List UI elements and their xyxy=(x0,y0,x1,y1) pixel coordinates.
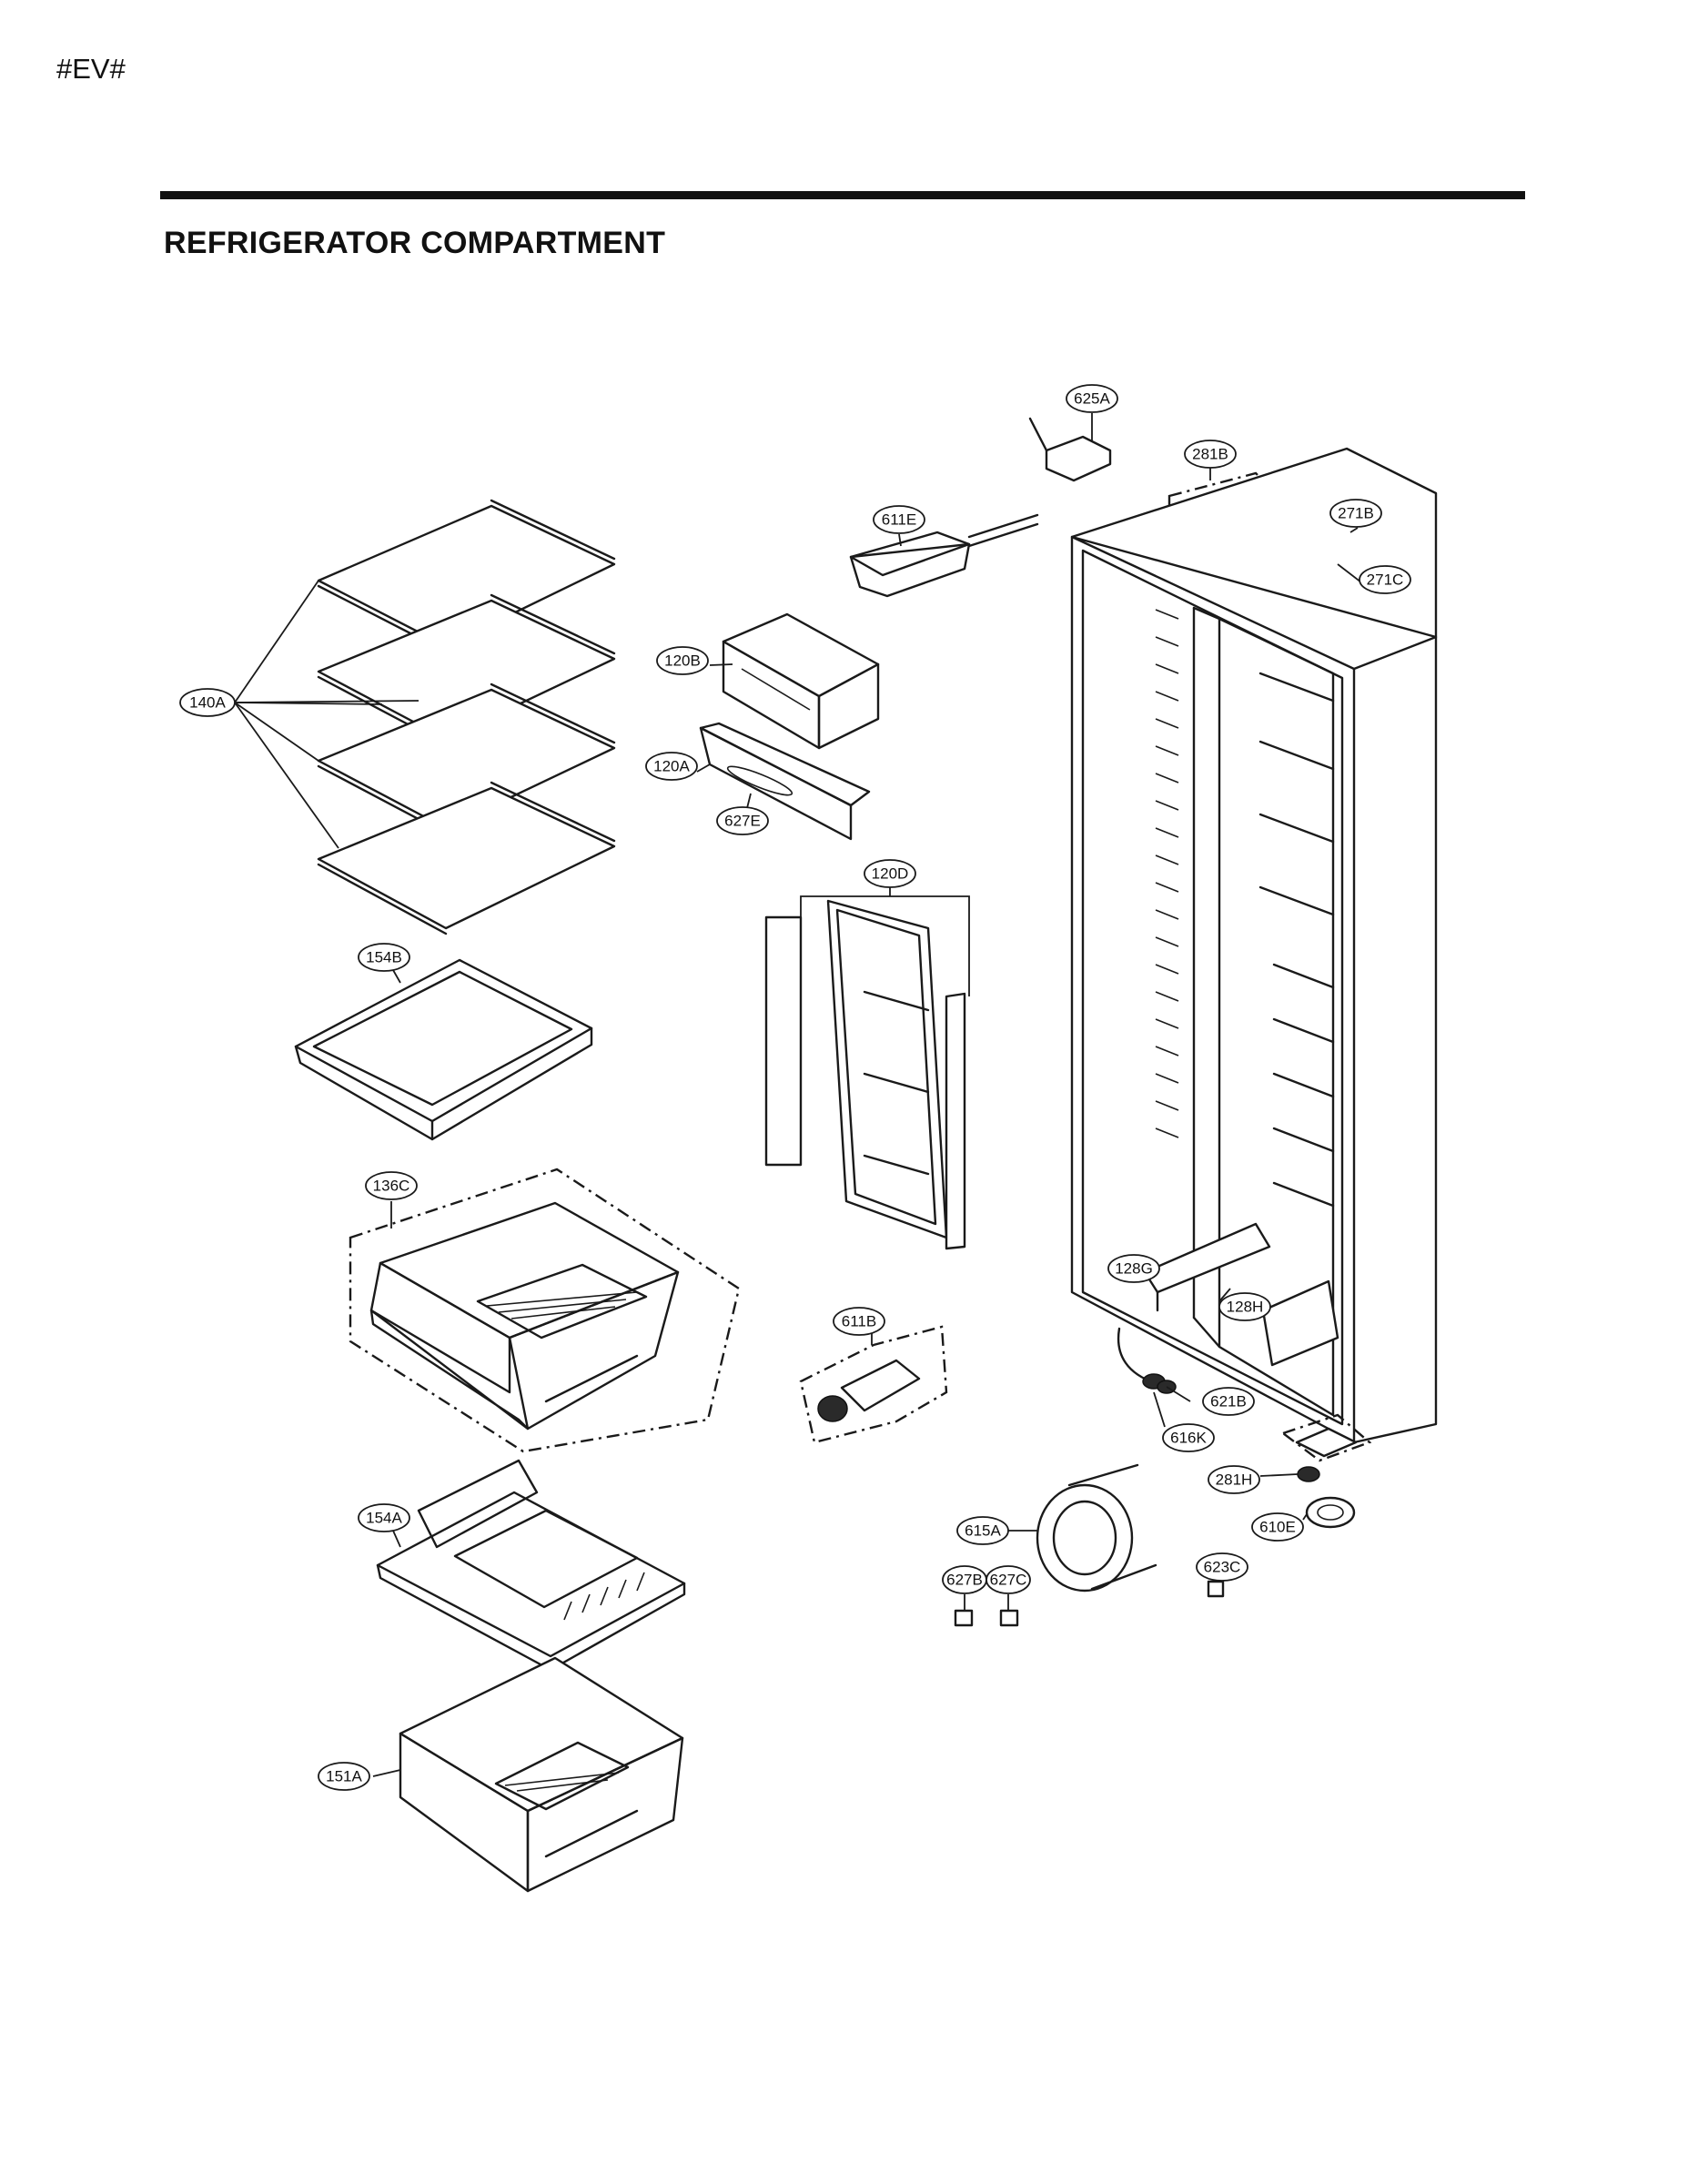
svg-text:151A: 151A xyxy=(326,1768,362,1785)
svg-text:120D: 120D xyxy=(872,865,909,883)
svg-text:271B: 271B xyxy=(1338,505,1374,522)
callout-623c: 623C xyxy=(1196,1552,1248,1582)
callout-616k: 616K xyxy=(1162,1423,1215,1452)
svg-text:140A: 140A xyxy=(189,694,226,712)
clip-623c xyxy=(1207,1580,1225,1598)
callout-625a: 625A xyxy=(1066,384,1118,413)
svg-text:271C: 271C xyxy=(1367,571,1404,589)
svg-text:120B: 120B xyxy=(664,652,701,670)
hinge-281h xyxy=(1280,1413,1372,1482)
svg-text:128G: 128G xyxy=(1115,1260,1153,1278)
svg-text:120A: 120A xyxy=(653,758,690,775)
callout-120d: 120D xyxy=(864,859,916,888)
svg-text:627E: 627E xyxy=(724,813,761,830)
svg-text:627C: 627C xyxy=(990,1572,1027,1589)
callout-271b: 271B xyxy=(1329,499,1382,528)
callout-281b: 281B xyxy=(1184,440,1237,469)
callout-615a: 615A xyxy=(956,1516,1009,1545)
svg-text:154A: 154A xyxy=(366,1510,402,1527)
svg-text:154B: 154B xyxy=(366,949,402,966)
svg-text:136C: 136C xyxy=(373,1178,410,1195)
callout-621b: 621B xyxy=(1202,1387,1255,1416)
callout-128g: 128G xyxy=(1107,1254,1160,1283)
slide-out-shelf-154b xyxy=(294,958,593,1141)
callout-627e: 627E xyxy=(716,806,769,835)
callout-151a: 151A xyxy=(318,1762,370,1791)
drawer-151a xyxy=(399,1656,684,1893)
callout-120a: 120A xyxy=(645,752,698,781)
callout-154b: 154B xyxy=(358,943,410,972)
water-filter-611b xyxy=(799,1325,948,1444)
callout-271c: 271C xyxy=(1359,565,1411,594)
svg-text:281H: 281H xyxy=(1216,1471,1253,1489)
drawer-rail-128g xyxy=(1143,1222,1271,1312)
glass-shelf-2 xyxy=(317,593,616,746)
glass-shelves xyxy=(234,499,616,935)
svg-text:611E: 611E xyxy=(882,511,916,529)
water-tank-611e xyxy=(849,513,1039,598)
crisper-assembly-136c xyxy=(349,1168,741,1453)
callout-627c: 627C xyxy=(986,1565,1031,1594)
svg-text:128H: 128H xyxy=(1227,1299,1264,1316)
callout-120b: 120B xyxy=(656,646,709,675)
callout-154a: 154A xyxy=(358,1503,410,1532)
svg-text:611B: 611B xyxy=(842,1313,876,1330)
water-tube-coil-615a xyxy=(1036,1463,1157,1592)
component-625a xyxy=(1028,417,1112,482)
svg-text:616K: 616K xyxy=(1170,1430,1207,1447)
svg-text:610E: 610E xyxy=(1259,1519,1296,1536)
drawer-rail-128h xyxy=(1261,1279,1339,1367)
svg-text:615A: 615A xyxy=(965,1522,1001,1540)
cover-120a xyxy=(699,722,871,841)
glass-shelf-4 xyxy=(317,781,616,935)
shelf-154a xyxy=(376,1459,686,1672)
section-title: REFRIGERATOR COMPARTMENT xyxy=(164,226,666,260)
refrigerator-cabinet xyxy=(1070,447,1438,1444)
callout-128h: 128H xyxy=(1218,1292,1271,1321)
cap-610e xyxy=(1305,1496,1356,1529)
clip-627b xyxy=(954,1609,974,1627)
callout-611e: 611E xyxy=(873,505,925,534)
callout-281h: 281H xyxy=(1208,1465,1260,1494)
clip-627c xyxy=(999,1609,1019,1627)
door-liner-120d xyxy=(764,899,966,1250)
ice-bin-120b xyxy=(722,612,880,750)
svg-text:627B: 627B xyxy=(946,1572,983,1589)
svg-text:625A: 625A xyxy=(1074,390,1110,408)
svg-text:621B: 621B xyxy=(1210,1393,1247,1410)
callout-140a: 140A xyxy=(179,688,236,717)
callout-610e: 610E xyxy=(1251,1512,1304,1542)
svg-text:281B: 281B xyxy=(1192,446,1228,463)
svg-text:623C: 623C xyxy=(1204,1559,1241,1576)
callout-136c: 136C xyxy=(365,1171,418,1200)
header-rule xyxy=(160,191,1525,199)
page-code: #EV# xyxy=(56,53,126,85)
callout-627b: 627B xyxy=(942,1565,987,1594)
cabinet-shelf-rails xyxy=(1155,609,1335,1208)
callout-611b: 611B xyxy=(833,1307,885,1336)
